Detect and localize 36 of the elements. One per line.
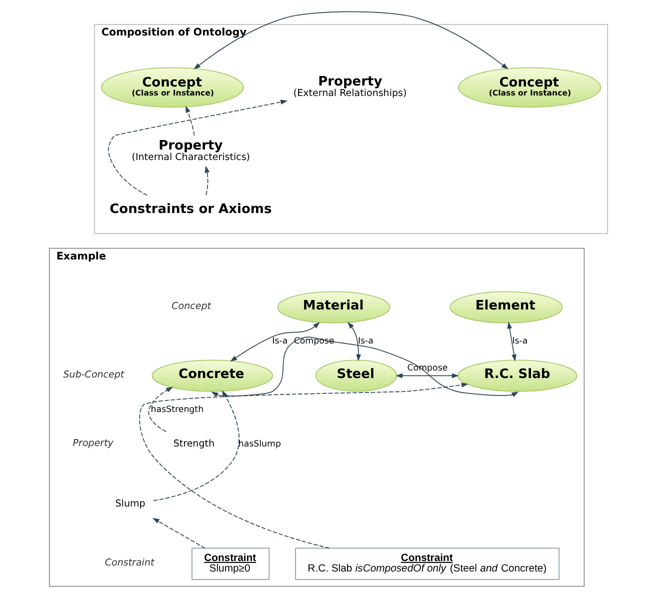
arrow xyxy=(186,106,195,136)
arrow xyxy=(148,386,174,432)
edge-label: hasStrength xyxy=(150,405,204,416)
edge-label: Compose xyxy=(294,336,334,347)
node-text: Property (External Relationships) xyxy=(293,74,407,99)
edge-label: Is-a xyxy=(512,336,528,347)
node-text: Slump xyxy=(115,498,146,510)
node-ellipse: Concept (Class or Instance) xyxy=(458,67,602,108)
arrow xyxy=(152,518,206,549)
label: Sub-Concept xyxy=(63,369,124,380)
node-ellipse: Material xyxy=(277,291,390,324)
edge-label: Is-a xyxy=(358,336,374,347)
arrow xyxy=(348,322,361,362)
arrow xyxy=(139,382,468,549)
arrow xyxy=(108,100,288,196)
arrow xyxy=(194,11,508,70)
node-ellipse: Steel xyxy=(315,360,398,392)
arrow xyxy=(507,322,516,362)
node-ellipse: Concept (Class or Instance) xyxy=(100,67,244,108)
arrow xyxy=(396,373,459,378)
node-ellipse: Element xyxy=(450,291,563,324)
edge-label: Is-a xyxy=(272,336,288,347)
label: Constraint xyxy=(104,557,154,568)
node-ellipse: R.C. Slab xyxy=(458,360,578,392)
edge-label: hasSlump xyxy=(238,439,281,450)
arrow xyxy=(153,390,240,502)
node-box: Constraint R.C. Slab isComposedOf only (Steel and Concrete) xyxy=(295,548,560,580)
arrow xyxy=(230,322,320,362)
node-box: Constraint Slump≥0 xyxy=(192,548,270,580)
arrow xyxy=(211,336,519,398)
label: Property xyxy=(72,438,114,449)
label: Concept xyxy=(172,300,211,312)
arrow xyxy=(204,166,210,196)
node-text: Strength xyxy=(173,438,215,450)
node-text: Property (Internal Characteristics) xyxy=(132,138,250,163)
node-text: Constraints or Axioms xyxy=(110,202,272,218)
